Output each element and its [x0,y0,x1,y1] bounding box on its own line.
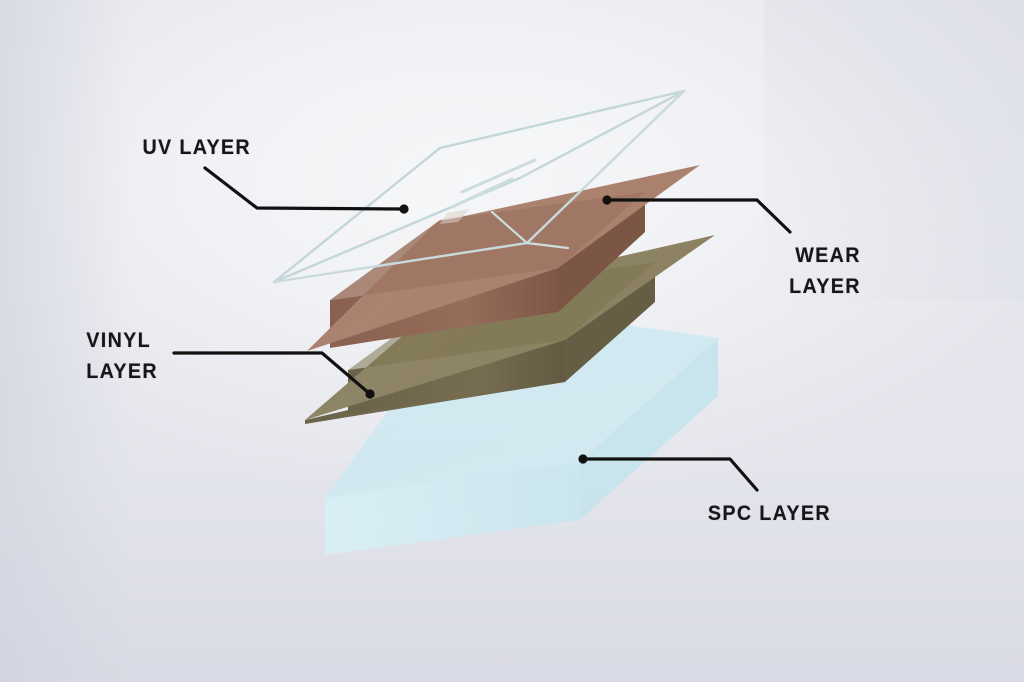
wear-layer-side-right [558,192,645,312]
leader-line-spc [581,457,759,492]
uv-layer-highlight-streak-2 [460,158,537,194]
label-wear-layer: WEAR LAYER [789,244,861,298]
wear-layer-side-front [330,268,558,348]
leader-dots [365,195,612,464]
leader-dot-wear [602,195,612,205]
label-uv-layer: UV LAYER [142,136,251,159]
label-spc-layer: SPC LAYER [707,502,831,525]
spc-layer-halo [325,303,718,498]
wear-layer-top-plateau [330,192,645,300]
spc-layer-side-left [325,462,580,555]
leader-dot-uv [399,204,409,214]
vinyl-layer-side-front [348,340,565,414]
leader-lines [172,166,792,492]
leader-line-wear [605,198,792,234]
wear-layer-shape [307,165,700,351]
spc-layer-shape [325,303,718,555]
leader-dot-spc [578,454,588,464]
label-vinyl-layer: VINYL LAYER [86,329,158,383]
wear-layer-notch [440,209,470,224]
spc-layer-top [325,303,718,498]
leader-line-vinyl [172,351,372,396]
leader-dot-vinyl [365,389,375,399]
leader-line-uv [203,166,406,211]
uv-layer-highlight-streak-1 [450,177,514,209]
spc-layer-side-right [580,338,718,520]
uv-layer-shape [272,89,686,284]
uv-layer-inner-edge [490,210,570,250]
